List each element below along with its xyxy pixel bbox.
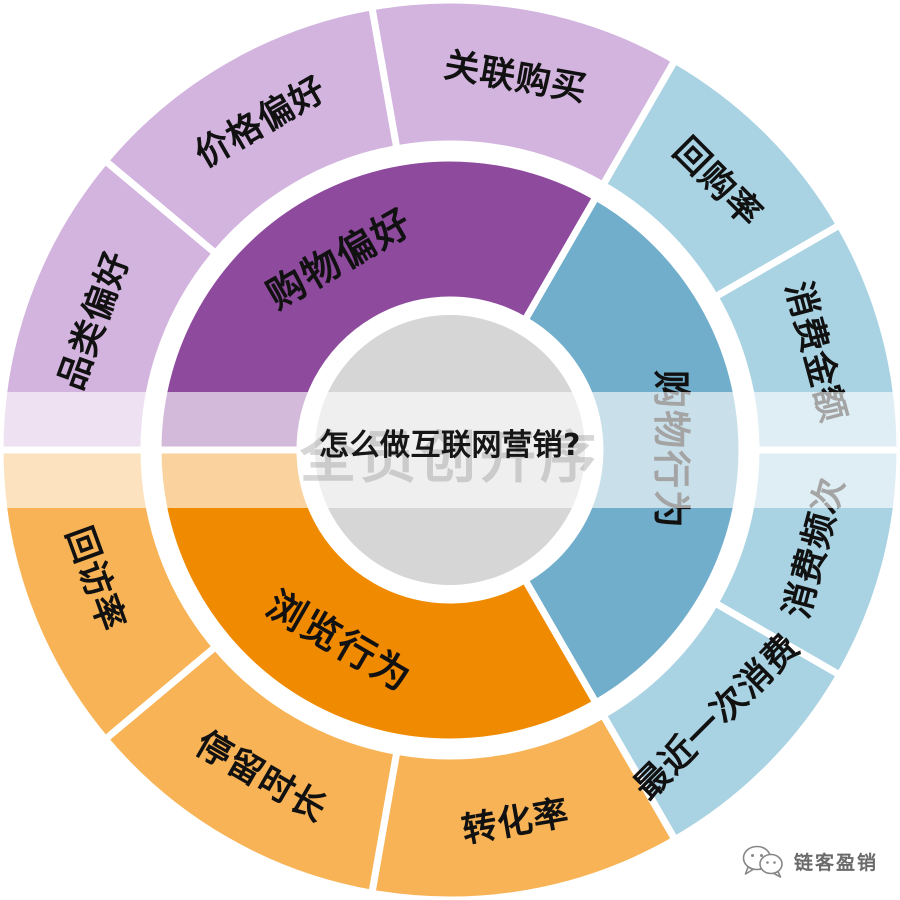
page-title: 怎么做互联网营销?: [319, 428, 581, 463]
brand-name: 链客盈销: [793, 851, 878, 874]
wechat-chat-bubbles-icon: [742, 844, 784, 878]
sunburst-inner-segment[interactable]: [154, 154, 600, 454]
brand-mark: 链客盈销: [742, 844, 878, 878]
